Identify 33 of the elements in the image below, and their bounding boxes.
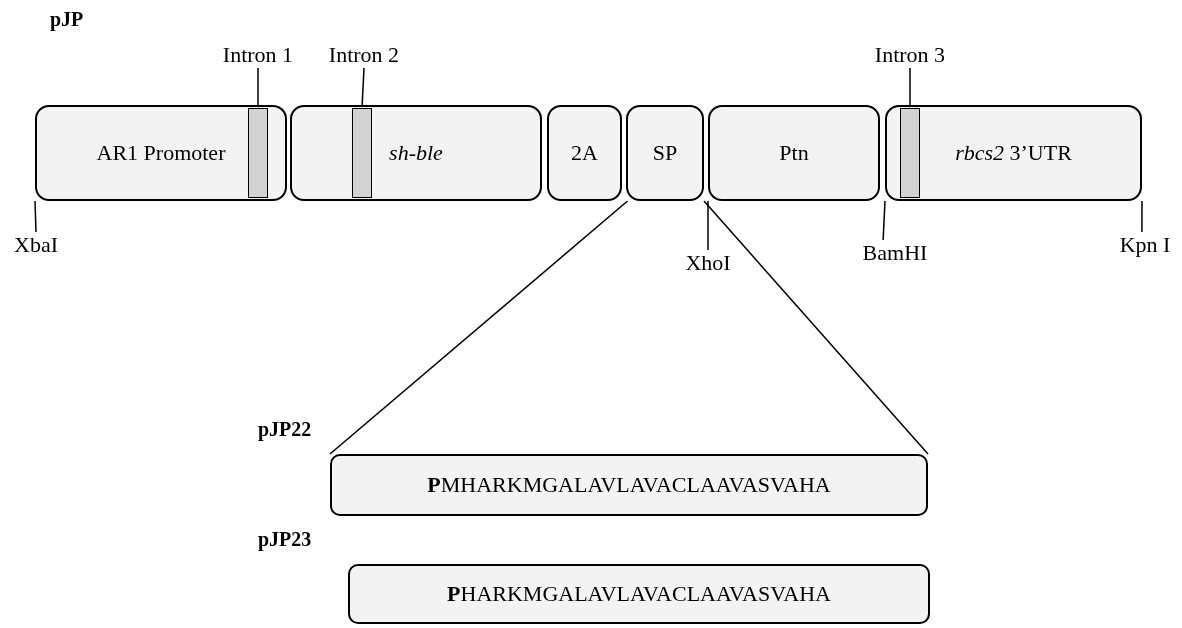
gene-segment-box [626, 105, 704, 201]
gene-segment-box [708, 105, 880, 201]
site-label: XhoI [680, 250, 736, 276]
site-label: Intron 1 [218, 42, 298, 68]
gene-segment-box [35, 105, 287, 201]
construct-heading: pJP22 [258, 418, 312, 441]
intron-bar [900, 108, 920, 198]
sequence-box: PMHARKMGALAVLAVACLAAVASVAHA [330, 454, 928, 516]
site-label: Intron 3 [868, 42, 952, 68]
site-label: Kpn I [1114, 232, 1176, 258]
site-label: BamHI [862, 240, 928, 266]
segment-label: SP [652, 140, 678, 166]
construct-heading: pJP23 [258, 528, 312, 551]
segment-label: sh-ble [389, 140, 443, 166]
sequence-box: PHARKMGALAVLAVACLAAVASVAHA [348, 564, 930, 624]
segment-label: 2A [571, 140, 598, 166]
site-label: Intron 2 [322, 42, 406, 68]
site-label: XbaI [8, 232, 64, 258]
expansion-line [329, 200, 629, 455]
leader-line [882, 200, 886, 241]
leader-line [34, 200, 37, 233]
gene-segment-box [885, 105, 1142, 201]
gene-segment-box [290, 105, 542, 201]
segment-label: rbcs2 3’UTR [955, 140, 1072, 166]
leader-line [1141, 200, 1143, 233]
segment-label: Ptn [779, 140, 809, 166]
gene-segment-box [547, 105, 622, 201]
intron-bar [352, 108, 372, 198]
construct-title: pJP [50, 8, 84, 31]
leader-line [707, 200, 709, 251]
segment-label: AR1 Promoter [96, 140, 226, 166]
expansion-line [703, 200, 929, 455]
intron-bar [248, 108, 268, 198]
